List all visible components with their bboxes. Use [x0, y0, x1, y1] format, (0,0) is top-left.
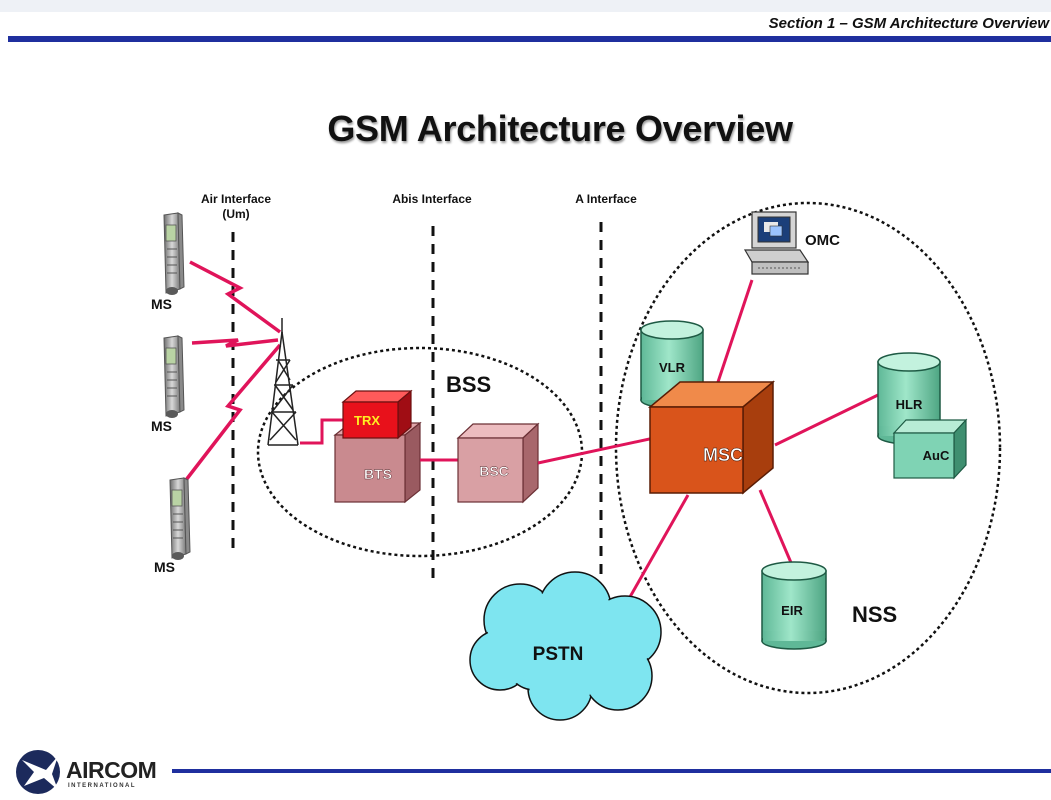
- air-interface-sub-label: (Um): [222, 207, 249, 221]
- air-interface-label: Air Interface: [201, 192, 271, 206]
- mobile-station-2: [163, 335, 185, 419]
- msc-node: [647, 380, 776, 495]
- section-title: Section 1 – GSM Architecture Overview: [768, 15, 1049, 32]
- footer-rule: [172, 769, 1051, 773]
- eir-label: EIR: [781, 603, 803, 618]
- radio-link-ms1: [189, 260, 282, 334]
- bsc-label: BSC: [479, 463, 509, 479]
- link-antenna-trx: [300, 418, 343, 445]
- antenna-tower-icon: [267, 318, 299, 446]
- omc-computer-icon: [743, 211, 810, 275]
- trx-label: TRX: [354, 413, 380, 428]
- radio-link-ms2: [191, 338, 279, 348]
- nss-group-label: NSS: [852, 602, 897, 627]
- vlr-label: VLR: [659, 360, 686, 375]
- msc-label: MSC: [703, 445, 743, 465]
- top-strip: [0, 0, 1051, 12]
- mobile-station-3: [169, 477, 191, 561]
- trx-node: [341, 389, 413, 440]
- mobile-station-1: [163, 212, 185, 296]
- aircom-logo-sub: INTERNATIONAL: [68, 783, 137, 789]
- eir-database-icon: [761, 561, 827, 650]
- aircom-logo-name: AIRCOM: [66, 757, 157, 783]
- ms-label-3: MS: [154, 559, 175, 575]
- link-msc-hlr: [774, 393, 879, 447]
- bsc-node: [456, 422, 540, 504]
- pstn-label: PSTN: [533, 644, 584, 665]
- header-rule: [8, 36, 1051, 42]
- ms-label-1: MS: [151, 296, 172, 312]
- abis-interface-label: Abis Interface: [392, 192, 472, 206]
- bss-group-label: BSS: [446, 372, 491, 397]
- radio-link-ms3: [184, 343, 282, 482]
- link-bsc-msc: [537, 433, 669, 465]
- omc-label: OMC: [805, 232, 840, 249]
- a-interface-label: A Interface: [575, 192, 637, 206]
- link-msc-omc: [710, 279, 754, 401]
- bts-label: BTS: [364, 466, 392, 482]
- aircom-logo-icon: [16, 750, 60, 794]
- nss-boundary: [614, 201, 1002, 695]
- hlr-label: HLR: [896, 397, 923, 412]
- auc-node: [892, 418, 968, 480]
- link-msc-eir: [758, 489, 794, 566]
- auc-label: AuC: [923, 448, 950, 463]
- ms-label-2: MS: [151, 418, 172, 434]
- diagram-title: GSM Architecture Overview: [327, 108, 793, 149]
